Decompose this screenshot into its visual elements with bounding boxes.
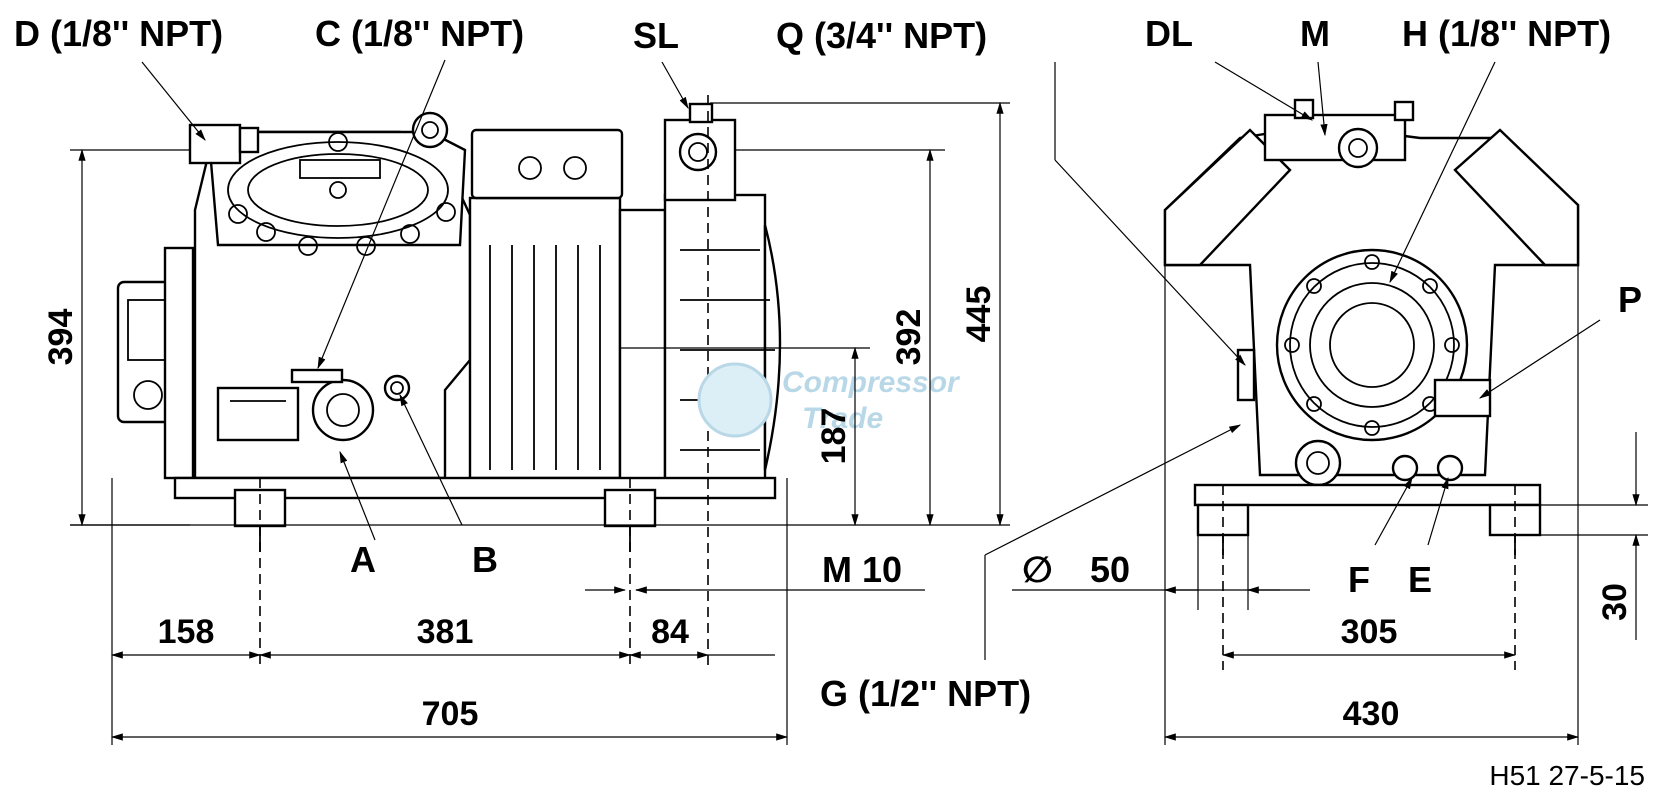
watermark-line1: Compressor	[782, 366, 961, 399]
label-sl: SL	[633, 15, 679, 56]
cooling-ribs	[489, 245, 601, 470]
dim-705: 705	[422, 695, 479, 733]
dim-392: 392	[890, 309, 928, 366]
label-h: H (1/8'' NPT)	[1402, 13, 1611, 54]
label-diameter-symbol: ∅	[1022, 549, 1053, 590]
label-diameter-value: 50	[1090, 549, 1130, 590]
label-m10: M 10	[822, 549, 902, 590]
label-dl: DL	[1145, 13, 1193, 54]
dim-305: 305	[1341, 613, 1398, 651]
label-e: E	[1408, 559, 1432, 600]
dim-381: 381	[417, 613, 474, 651]
side-view	[116, 95, 782, 668]
dim-187: 187	[815, 408, 853, 465]
label-g: G (1/2'' NPT)	[820, 673, 1031, 714]
leader-lines	[141, 59, 1601, 660]
dim-30: 30	[1596, 583, 1634, 621]
label-a: A	[350, 539, 376, 580]
watermark-line2: Trade	[802, 402, 883, 435]
label-c: C (1/8'' NPT)	[315, 13, 524, 54]
label-q: Q (3/4'' NPT)	[776, 15, 987, 56]
front-view	[1163, 98, 1580, 670]
callout-labels: D (1/8'' NPT) C (1/8'' NPT) SL Q (3/4'' …	[14, 13, 1642, 714]
head-bolts	[228, 132, 456, 256]
dimension-values: 394 392 445 187 158 381 84 705 305 430 3…	[42, 286, 1634, 733]
flange-bolts	[1284, 254, 1460, 436]
label-m: M	[1300, 13, 1330, 54]
label-f: F	[1348, 559, 1370, 600]
label-d: D (1/8'' NPT)	[14, 13, 223, 54]
dim-84: 84	[651, 613, 689, 651]
dim-394: 394	[42, 309, 80, 366]
label-b: B	[472, 539, 498, 580]
dimension-lines	[70, 101, 1648, 745]
dim-445: 445	[960, 286, 998, 343]
dim-158: 158	[158, 613, 215, 651]
label-p: P	[1618, 279, 1642, 320]
watermark: Compressor Trade	[697, 362, 961, 438]
dim-430: 430	[1343, 695, 1400, 733]
drawing-reference: H51 27-5-15	[1489, 760, 1645, 791]
